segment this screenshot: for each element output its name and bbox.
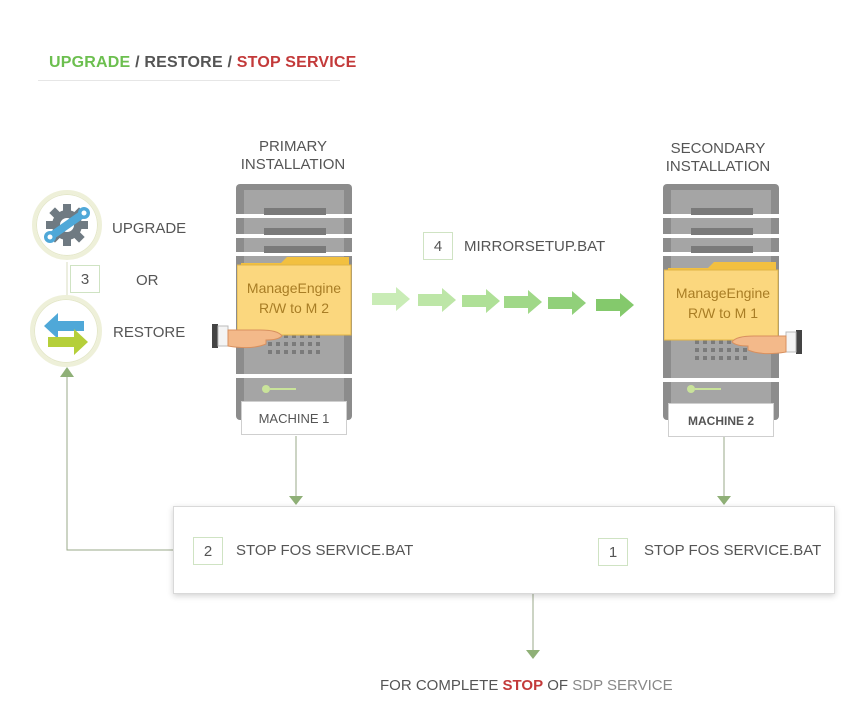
- wrench-gear-icon: [44, 204, 90, 246]
- primary-title-line2: INSTALLATION: [240, 156, 346, 173]
- machine-2-label: MACHINE 2: [668, 403, 774, 437]
- heading-separator-2: /: [222, 54, 237, 71]
- upgrade-icon-circle: [32, 190, 102, 260]
- heading-upgrade: UPGRADE: [49, 54, 131, 71]
- footer-caption: FOR COMPLETE STOP OF SDP SERVICE: [380, 677, 673, 694]
- step-4-badge: 4: [423, 232, 453, 260]
- folder-icon: [664, 262, 779, 341]
- footer-stop: STOP: [502, 677, 544, 694]
- step-3-badge: 3: [70, 265, 100, 293]
- upgrade-label: UPGRADE: [112, 220, 187, 237]
- heading-divider: [38, 80, 340, 81]
- restore-arrows-icon: [44, 313, 88, 355]
- arrow-right-icon: [418, 288, 456, 312]
- secondary-title-line2: INSTALLATION: [665, 158, 771, 175]
- mirrorsetup-label: MIRRORSETUP.BAT: [464, 238, 606, 255]
- secondary-title-line1: SECONDARY: [670, 140, 766, 157]
- folder-icon: [237, 257, 352, 336]
- machine-1-label: MACHINE 1: [241, 401, 347, 435]
- step-1-label: STOP FOS SERVICE.BAT: [644, 542, 822, 559]
- footer-part1: FOR COMPLETE: [380, 677, 503, 694]
- arrow-right-icon: [372, 287, 410, 311]
- primary-installation-title: PRIMARY INSTALLATION: [236, 138, 350, 174]
- arrow-right-icon: [462, 289, 500, 313]
- heading-restore: RESTORE: [144, 54, 223, 71]
- step-2-label: STOP FOS SERVICE.BAT: [236, 542, 414, 559]
- secondary-folder-label: ManageEngine R/W to M 1: [666, 283, 780, 323]
- step-1-badge: 1: [598, 538, 628, 566]
- stop-service-box: [173, 506, 835, 594]
- arrow-right-icon: [596, 293, 634, 317]
- heading-stop-service: STOP SERVICE: [236, 54, 357, 71]
- arrow-down-icon: [526, 650, 540, 659]
- arrow-down-icon: [717, 496, 731, 505]
- primary-title-line1: PRIMARY: [258, 138, 328, 155]
- mirror-arrows: [372, 287, 634, 317]
- primary-folder-label: ManageEngine R/W to M 2: [237, 278, 351, 318]
- arrow-up-icon: [60, 367, 74, 377]
- page-heading: UPGRADE / RESTORE / STOP SERVICE: [49, 54, 357, 72]
- primary-folder-line2: R/W to M 2: [258, 300, 329, 316]
- arrow-right-icon: [504, 290, 542, 314]
- restore-label: RESTORE: [113, 324, 186, 341]
- primary-folder-line1: ManageEngine: [246, 280, 342, 296]
- heading-separator-1: /: [130, 54, 145, 71]
- secondary-installation-title: SECONDARY INSTALLATION: [656, 140, 780, 176]
- arrow-right-icon: [548, 291, 586, 315]
- footer-part2: OF: [543, 677, 573, 694]
- arrow-down-icon: [289, 496, 303, 505]
- restore-icon-circle: [30, 295, 102, 367]
- secondary-folder-line1: ManageEngine: [675, 285, 771, 301]
- secondary-folder-line2: R/W to M 1: [687, 305, 758, 321]
- footer-part3: SDP SERVICE: [572, 677, 673, 694]
- step2-to-restore-line: [66, 377, 193, 551]
- step-2-badge: 2: [193, 537, 223, 565]
- hand-icon: [212, 324, 283, 349]
- hand-icon: [731, 330, 802, 355]
- or-label: OR: [136, 272, 159, 289]
